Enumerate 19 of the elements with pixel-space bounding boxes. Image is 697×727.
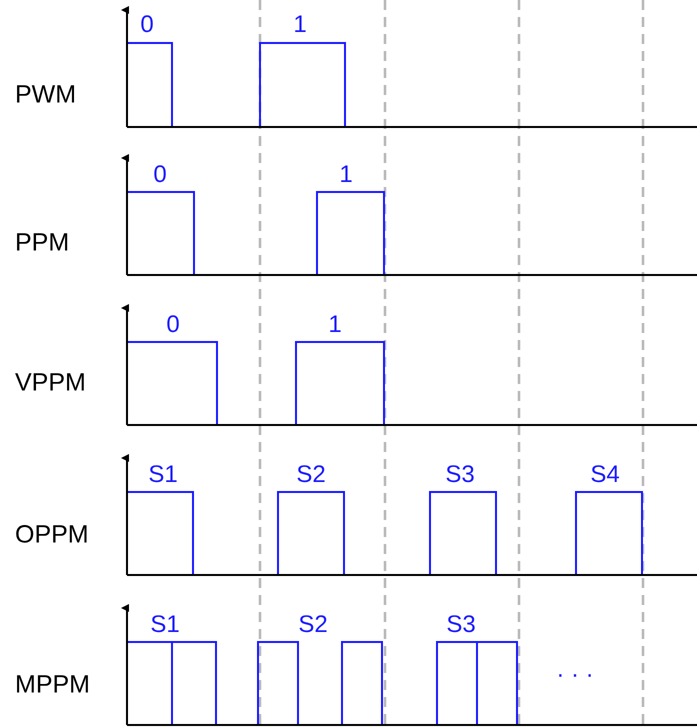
symbol-label: S2 (298, 613, 328, 637)
symbol-label: 1 (339, 163, 353, 187)
symbol-label: 1 (293, 13, 307, 37)
symbol-label: 1 (328, 313, 342, 337)
symbol-label: 0 (166, 313, 180, 337)
symbol-label: S4 (590, 463, 620, 487)
symbol-label: 0 (153, 163, 167, 187)
row-label: VPPM (15, 370, 86, 396)
row-label: OPPM (15, 522, 89, 548)
row-label: MPPM (15, 672, 90, 698)
symbol-label: S1 (150, 613, 180, 637)
symbol-label: S3 (445, 463, 475, 487)
symbol-label: 0 (140, 13, 154, 37)
symbol-label: S1 (148, 463, 178, 487)
symbol-label: S2 (296, 463, 326, 487)
row-label: PWM (15, 82, 76, 108)
row-label: PPM (15, 230, 70, 256)
symbol-label: · · · (556, 663, 594, 687)
symbol-label: S3 (446, 613, 476, 637)
